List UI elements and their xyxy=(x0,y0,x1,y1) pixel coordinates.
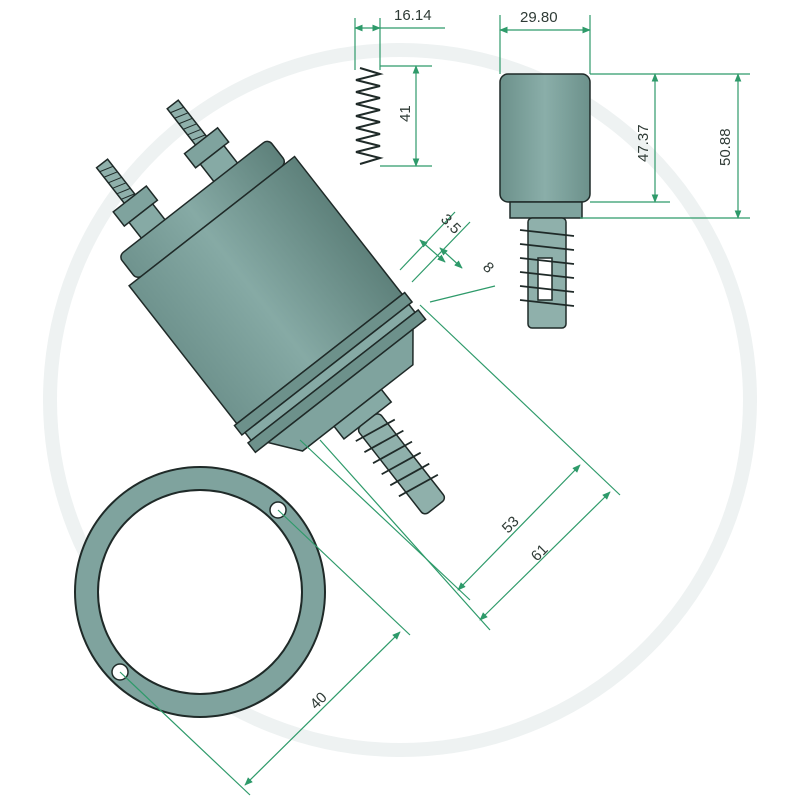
dim-body-short: 47.37 xyxy=(635,124,652,162)
side-neck xyxy=(509,201,583,219)
gasket-view xyxy=(74,466,326,718)
side-body xyxy=(499,73,591,203)
dim-plunger-53: 53 xyxy=(499,513,523,537)
dim-step-a: 3.5 xyxy=(437,211,464,238)
return-spring xyxy=(355,67,384,165)
dim-plunger-61: 61 xyxy=(528,541,552,565)
dim-gasket-40: 40 xyxy=(307,689,331,713)
solenoid-main-view xyxy=(95,99,446,515)
side-spring xyxy=(519,229,575,307)
dim-spring-width: 16.14 xyxy=(394,7,432,24)
dimension-lines xyxy=(119,15,750,796)
plunger-spring xyxy=(355,418,439,498)
dim-end-width: 29.80 xyxy=(520,9,558,26)
solenoid-end-cone xyxy=(266,327,414,452)
solenoid-side-view xyxy=(499,73,591,329)
dim-step-b: 8 xyxy=(479,259,497,277)
terminal-stud-2 xyxy=(166,99,240,185)
side-plunger-slot xyxy=(537,257,553,301)
dim-spring-length: 41 xyxy=(397,105,414,122)
gasket-inner-hole xyxy=(97,489,303,695)
dim-body-long: 50.88 xyxy=(717,128,734,166)
